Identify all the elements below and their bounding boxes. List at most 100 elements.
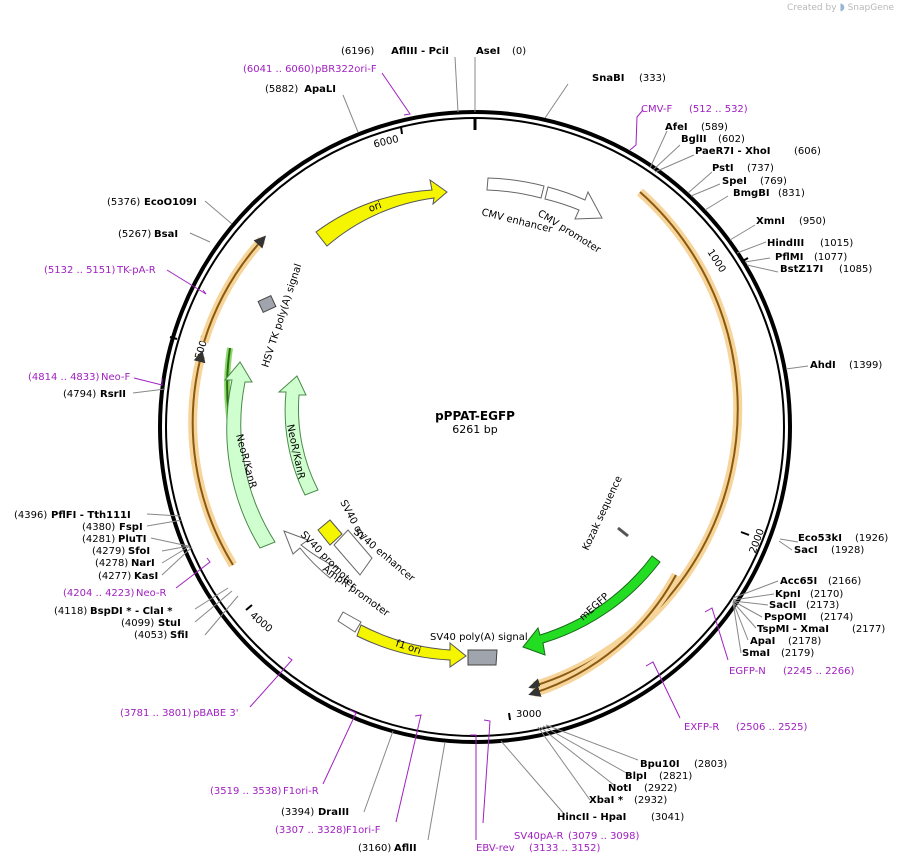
site-name-pflmi: PflMI <box>775 252 803 263</box>
tick-label-1000: 1000 <box>704 247 727 274</box>
site-name-pluti: PluTI <box>118 534 146 545</box>
site-name-pspomi: PspOMI <box>764 612 806 623</box>
site-name-hincii-hpai: HincII - HpaI <box>557 812 626 823</box>
site-name-spei: SpeI <box>722 176 747 187</box>
site-name-pflfi-tth111i: PflFI - Tth111I <box>51 510 131 521</box>
site-name-sfii: SfiI <box>170 630 188 641</box>
site-pos-apali: (5882) <box>265 84 298 95</box>
feature-neor-outer-arrow <box>223 361 276 549</box>
site-pos-eco53ki: (1926) <box>855 533 888 544</box>
site-name-bmgbi: BmgBI <box>733 188 770 199</box>
feature-neor-inner-arrow <box>277 375 319 496</box>
site-labels: AseI (0) AflIII - PciI (6196) ApaLI (588… <box>14 46 888 854</box>
site-name-apai: ApaI <box>750 636 775 647</box>
site-pos-sfii: (4053) <box>134 630 167 641</box>
primer-name-ebv-rev: EBV-rev <box>476 843 515 854</box>
site-name-aflii: AflII <box>394 843 417 854</box>
feature-kozak-mark <box>617 526 629 538</box>
site-pos-pspomi: (2174) <box>820 612 853 623</box>
site-name-xbai: XbaI * <box>589 795 624 806</box>
site-name-paer7i-xhoi: PaeR7I - XhoI <box>695 146 771 157</box>
site-name-psti: PstI <box>712 163 734 174</box>
site-pos-tspmi-xmai: (2177) <box>852 624 885 635</box>
primer-name-neo-r: Neo-R <box>136 588 167 599</box>
watermark-created-by: Created by <box>787 3 837 13</box>
orf-arc-egfp <box>528 574 677 697</box>
site-pos-xbai: (2932) <box>634 795 667 806</box>
site-name-saci: SacI <box>794 545 818 556</box>
primer-name-f1ori-r: F1ori-R <box>283 786 319 797</box>
primer-name-sv40pa-r: SV40pA-R <box>514 831 563 842</box>
site-name-noti: NotI <box>608 783 632 794</box>
site-pos-fspi: (4380) <box>82 522 115 533</box>
site-name-tspmi-xmai: TspMI - XmaI <box>757 624 829 635</box>
primer-leaders <box>133 72 729 840</box>
tick-label-4000: 4000 <box>248 610 275 635</box>
site-pos-spei: (769) <box>760 176 787 187</box>
feature-kozak-label: Kozak sequence <box>581 474 625 552</box>
site-pos-ahdi: (1399) <box>849 360 882 371</box>
site-leaders <box>132 56 809 841</box>
site-pos-snabi: (333) <box>639 73 666 84</box>
site-name-apali: ApaLI <box>304 84 336 95</box>
plasmid-length: 6261 bp <box>452 423 497 436</box>
primer-name-cmv-f: CMV-F <box>641 104 672 115</box>
feature-cmv-enhancer-arrow <box>486 177 545 199</box>
site-name-afliii-pcii: AflIII - PciI <box>391 46 449 57</box>
site-pos-afliii-pcii: (6196) <box>341 46 374 57</box>
site-pos-nari: (4278) <box>95 558 128 569</box>
primer-name-egfp-n: EGFP-N <box>729 666 766 677</box>
primer-range-egfp-n: (2245 .. 2266) <box>783 666 855 677</box>
site-pos-bpu10i: (2803) <box>694 759 727 770</box>
site-name-acc65i: Acc65I <box>780 576 817 587</box>
primer-name-exfp-r: EXFP-R <box>684 722 719 733</box>
watermark-brand: SnapGene <box>847 3 894 13</box>
snapgene-watermark: Created by ◗ SnapGene <box>787 2 894 13</box>
orf-arc-main-highlight <box>532 188 743 691</box>
site-pos-bspdi-clai: (4118) <box>54 606 87 617</box>
site-pos-smai: (2179) <box>781 648 814 659</box>
site-name-draiii: DraIII <box>318 807 349 818</box>
site-name-sfoi: SfoI <box>128 546 150 557</box>
feature-sv40-promoter-arrow <box>283 530 339 579</box>
site-name-blpi: BlpI <box>625 771 647 782</box>
site-name-ecoo109i: EcoO109I <box>144 197 197 208</box>
site-pos-saci: (1928) <box>831 545 864 556</box>
site-pos-apai: (2178) <box>788 636 821 647</box>
primer-range-pbabe-3: (3781 .. 3801) <box>120 708 192 719</box>
site-name-bspdi-clai: BspDI * - ClaI * <box>90 606 173 617</box>
site-name-bsai: BsaI <box>154 229 178 240</box>
site-pos-aflii: (3160) <box>358 843 391 854</box>
primer-range-pbr322ori-f: (6041 .. 6060) <box>243 64 315 75</box>
site-pos-bglii: (602) <box>718 134 745 145</box>
site-pos-sfoi: (4279) <box>92 546 125 557</box>
site-name-ahdi: AhdI <box>810 360 836 371</box>
site-pos-paer7i-xhoi: (606) <box>794 146 821 157</box>
primer-range-neo-r: (4204 .. 4223) <box>63 588 135 599</box>
site-pos-pflmi: (1077) <box>814 252 847 263</box>
site-pos-afei: (589) <box>701 122 728 133</box>
feature-f1-ori-arrow <box>356 624 467 668</box>
orf-arc-left-lower <box>191 350 234 566</box>
feature-sv40-polya-label: SV40 poly(A) signal <box>430 632 528 643</box>
orf-arc-left-upper <box>203 235 267 343</box>
site-pos-sacii: (2173) <box>806 600 839 611</box>
feature-cmv-promoter-arrow <box>544 186 603 220</box>
primer-range-neo-f: (4814 .. 4833) <box>28 372 100 383</box>
site-name-asei: AseI <box>476 46 500 57</box>
site-name-xmni: XmnI <box>756 216 785 227</box>
site-name-rsrii: RsrII <box>100 389 126 400</box>
site-name-bpu10i: Bpu10I <box>640 759 680 770</box>
site-pos-kasi: (4277) <box>98 571 131 582</box>
site-name-hindiii: HindIII <box>767 238 804 249</box>
site-pos-hindiii: (1015) <box>820 238 853 249</box>
feature-hsv-tk-polya-label: HSV TK poly(A) signal <box>260 263 304 369</box>
site-name-eco53ki: Eco53kI <box>798 533 842 544</box>
site-name-kasi: KasI <box>134 571 158 582</box>
site-name-kpni: KpnI <box>775 589 801 600</box>
primer-name-tk-pa-r: TK-pA-R <box>116 265 156 276</box>
primer-name-neo-f: Neo-F <box>101 372 131 383</box>
orf-arcs <box>188 188 743 698</box>
site-name-fspi: FspI <box>119 522 143 533</box>
feature-hsv-tk-polya-box <box>257 294 277 314</box>
